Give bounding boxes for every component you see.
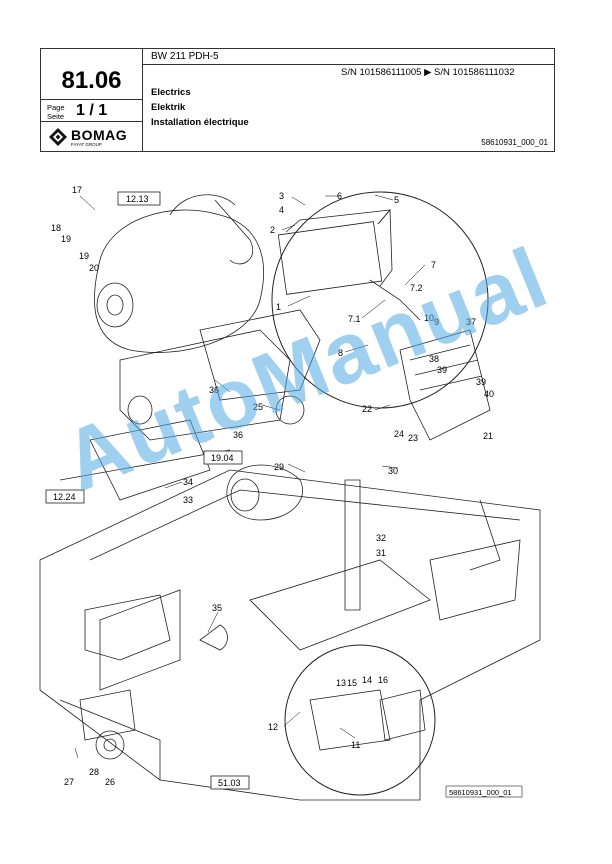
divider	[41, 99, 142, 100]
doc-reference: 58610931_000_01	[481, 138, 548, 147]
callout: 5	[394, 195, 399, 205]
callout: 36	[233, 430, 243, 440]
callout: 19	[79, 251, 89, 261]
callout: 3	[279, 191, 284, 201]
serial-range: S/N 101586111005 ▶ S/N 101586111032	[341, 67, 515, 78]
frame-outline	[39, 469, 541, 801]
callout: 39	[476, 377, 486, 387]
brand-name: BOMAG	[71, 127, 128, 143]
brand-sub: FAYAT GROUP	[71, 142, 102, 147]
callout: 7.1	[348, 314, 361, 324]
callout: 4	[279, 205, 284, 215]
diamond-logo-icon	[49, 128, 67, 146]
callout: 27	[64, 777, 74, 787]
reference-box: 12.24	[53, 492, 76, 502]
divider	[142, 64, 554, 65]
horn	[275, 395, 305, 425]
section-number: 81.06	[61, 67, 122, 94]
callout: 15	[347, 678, 357, 688]
detail-circle-upper	[271, 191, 489, 409]
reference-box: 19.04	[211, 453, 234, 463]
reference-box: 51.03	[218, 778, 241, 788]
callout: 18	[51, 223, 61, 233]
alternator	[226, 464, 303, 521]
callout: 8	[338, 348, 343, 358]
callout: 28	[89, 767, 99, 777]
divider	[142, 49, 143, 151]
relay-block	[309, 689, 391, 751]
callout: 25	[253, 402, 263, 412]
callout: 2	[270, 225, 275, 235]
callout: 33	[183, 495, 193, 505]
callout: 29	[274, 462, 284, 472]
callout: 38	[429, 354, 439, 364]
support-post	[344, 479, 361, 611]
callout: 23	[408, 433, 418, 443]
callout: 20	[89, 263, 99, 273]
fuse-box	[399, 329, 491, 441]
reference-box: 12.13	[126, 194, 149, 204]
callout: 21	[483, 431, 493, 441]
parts-diagram: 17 12.13 18 19 19 20 3 6 5 4 2 7 7.2 1 7…	[39, 185, 541, 801]
callout: 7.2	[410, 283, 423, 293]
engine-outline	[94, 209, 264, 353]
callout: 11	[351, 740, 360, 750]
model-name: BW 211 PDH-5	[151, 51, 219, 62]
page-value: 1 / 1	[76, 102, 108, 119]
callout: 12	[268, 722, 278, 732]
divider	[41, 121, 142, 122]
callout: 9	[434, 317, 439, 327]
control-unit	[84, 594, 171, 661]
title-french: Installation électrique	[151, 117, 249, 128]
callout: 14	[362, 675, 372, 685]
title-english: Electrics	[151, 87, 191, 98]
callout: 1	[276, 302, 281, 312]
callout: 40	[484, 389, 494, 399]
callout: 10	[424, 313, 434, 323]
battery	[277, 221, 383, 295]
callout: 32	[376, 533, 386, 543]
callout: 39	[437, 365, 447, 375]
callout: 19	[61, 234, 71, 244]
callout: 30	[388, 466, 398, 476]
callout: 7	[431, 260, 436, 270]
callout: 34	[183, 477, 193, 487]
detail-circle-lower	[284, 644, 436, 796]
callout: 36	[209, 385, 219, 395]
callout: 17	[72, 185, 82, 195]
callout: 26	[105, 777, 115, 787]
callout: 16	[378, 675, 388, 685]
figure-id: 58610931_000_01	[449, 788, 512, 797]
title-german: Elektrik	[151, 102, 186, 113]
callout: 37	[466, 317, 476, 327]
callout: 35	[212, 603, 222, 613]
callout: 6	[337, 191, 342, 201]
callout: 31	[376, 548, 386, 558]
bomag-logo: BOMAG FAYAT GROUP	[49, 127, 139, 149]
callout: 22	[362, 404, 372, 414]
callout: 13	[336, 678, 346, 688]
callout: 24	[394, 429, 404, 439]
